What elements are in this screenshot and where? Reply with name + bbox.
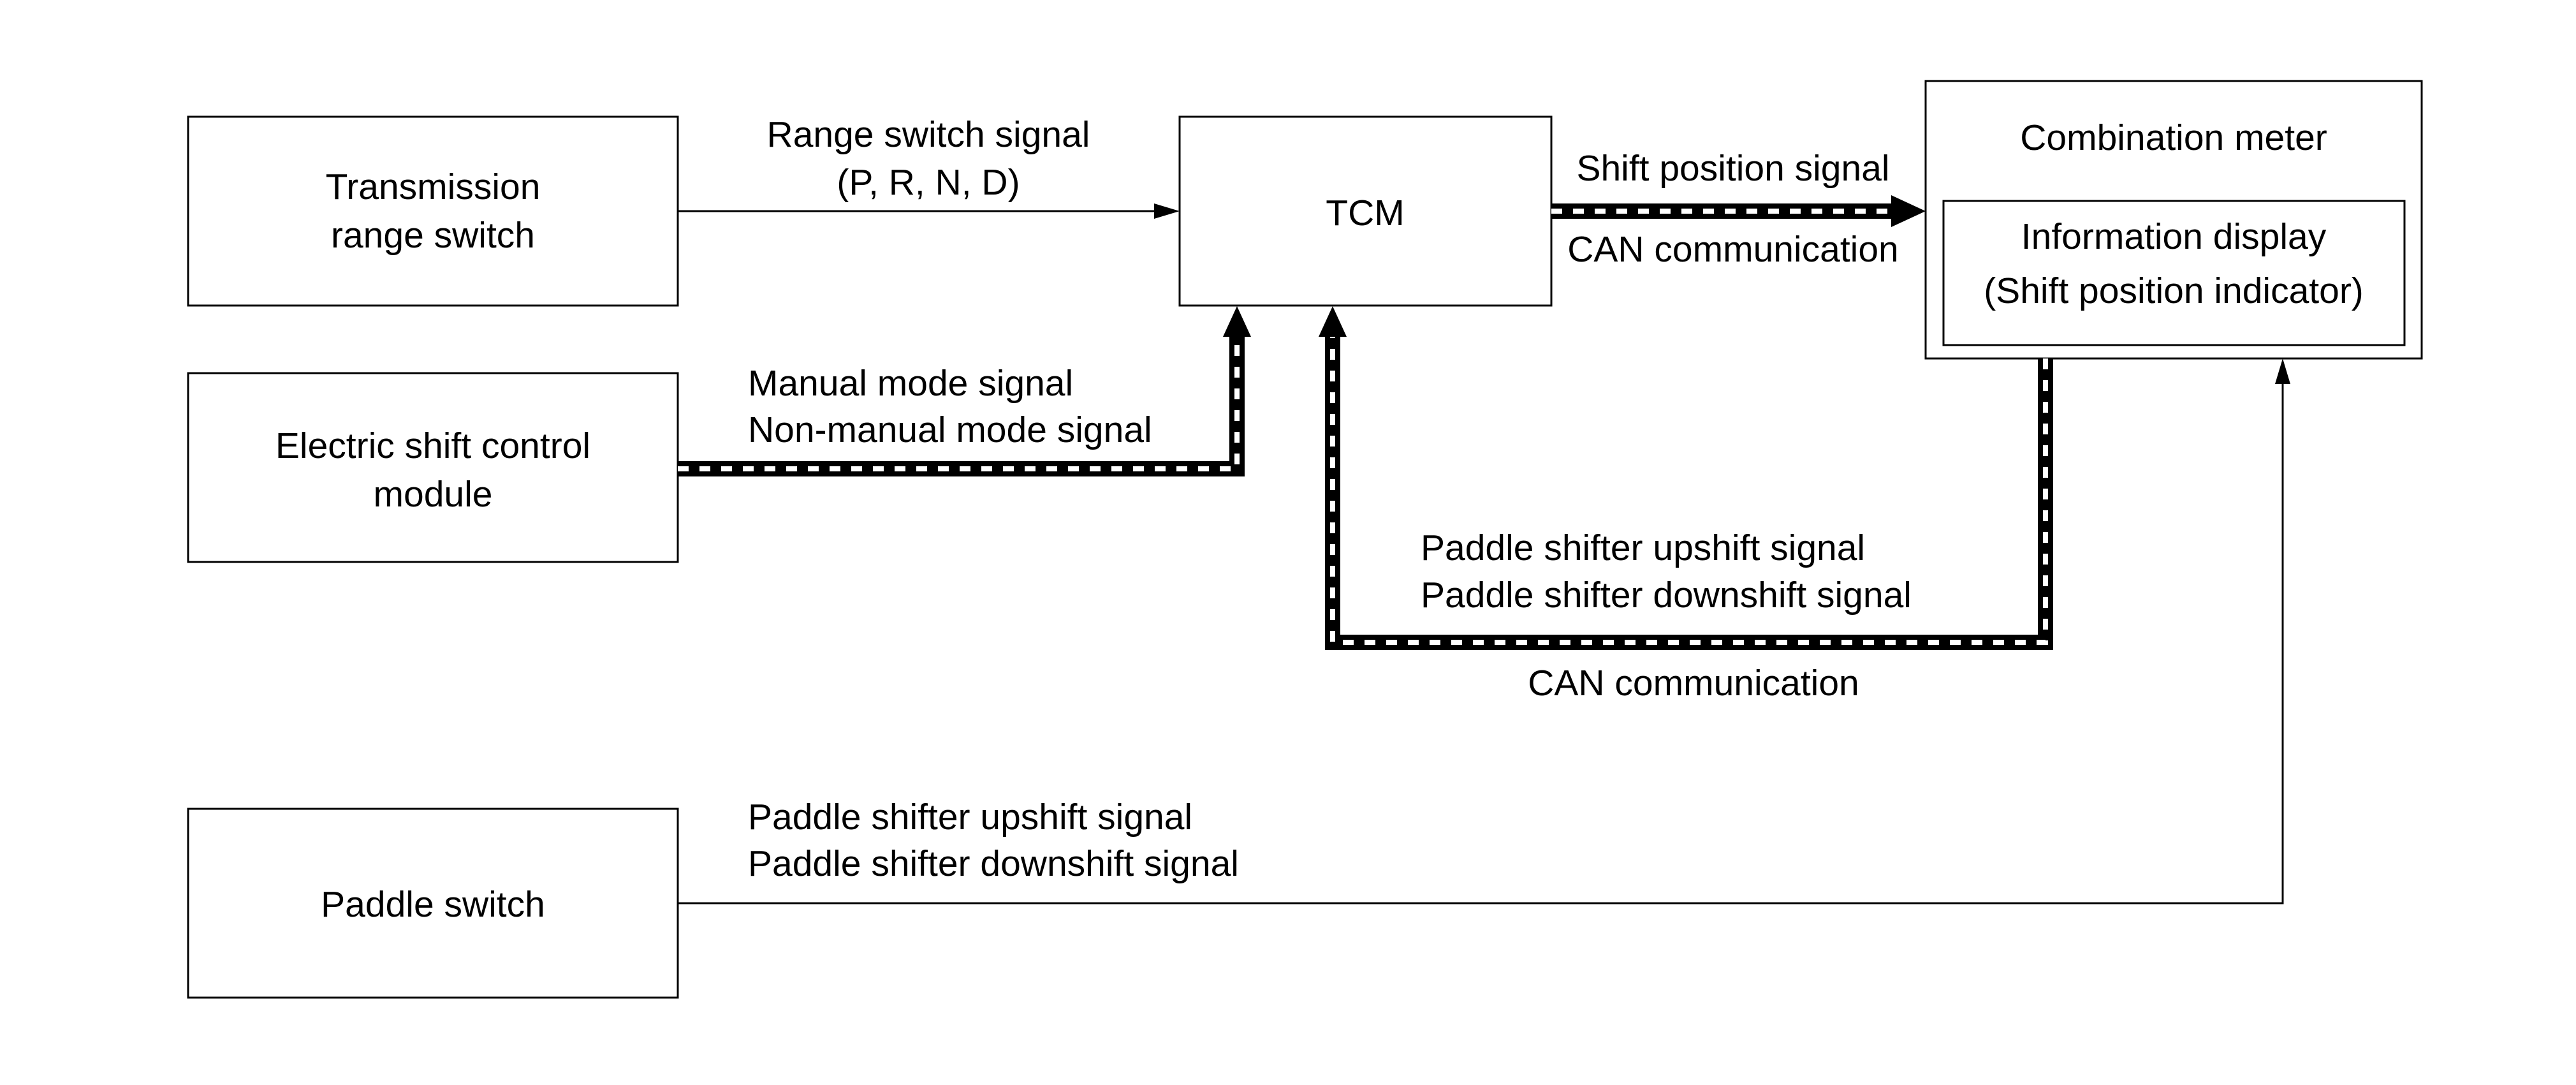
paddle-switch-signal-label-line2: Paddle shifter downshift signal [748, 843, 1239, 884]
shift-position-arrow-head [1891, 195, 1926, 227]
transmission-range-switch-label-line2: range switch [331, 215, 535, 256]
paddle-switch-signal-label-line1: Paddle shifter upshift signal [748, 797, 1192, 838]
paddle-can-signal-label-line1: Paddle shifter upshift signal [1421, 528, 1865, 568]
range-switch-signal-connector [678, 203, 1180, 219]
paddle-can-connector [1319, 306, 2053, 650]
shift-position-can-connector [1551, 195, 1926, 227]
mode-signal-arrow-head [1223, 306, 1251, 337]
range-switch-arrow-head [1154, 203, 1180, 219]
transmission-range-switch-box: Transmission range switch [187, 115, 679, 307]
range-switch-signal-label-line1: Range switch signal [767, 114, 1090, 155]
information-display-label-line1: Information display [2021, 216, 2327, 257]
mode-signal-can-connector [678, 306, 1251, 476]
paddle-can-arrow-head [1319, 306, 1347, 337]
paddle-can-signal-label-line3: CAN communication [1528, 663, 1859, 704]
tcm-box: TCM [1178, 115, 1553, 307]
mode-signal-label-line1: Manual mode signal [748, 363, 1073, 404]
transmission-range-switch-label-line1: Transmission [326, 166, 541, 207]
shift-position-signal-label-line2: CAN communication [1567, 229, 1899, 270]
combination-meter-label: Combination meter [2020, 117, 2327, 158]
paddle-switch-label: Paddle switch [321, 884, 545, 925]
electric-shift-control-module-label-line1: Electric shift control [275, 425, 590, 466]
electric-shift-control-module-box: Electric shift control module [187, 372, 679, 563]
combination-meter-box: Combination meter Information display (S… [1924, 80, 2423, 360]
paddle-switch-signal-connector [678, 358, 2290, 904]
electric-shift-control-module-label-line2: module [374, 474, 493, 515]
information-display-box: Information display (Shift position indi… [1942, 200, 2406, 346]
tcm-label: TCM [1326, 193, 1404, 233]
information-display-label-line2: (Shift position indicator) [1984, 270, 2364, 311]
shift-position-signal-label-line1: Shift position signal [1576, 148, 1889, 189]
paddle-can-signal-label-line2: Paddle shifter downshift signal [1421, 575, 1912, 616]
range-switch-signal-label-line2: (P, R, N, D) [837, 162, 1020, 203]
paddle-switch-box: Paddle switch [187, 808, 679, 999]
paddle-switch-arrow-head [2275, 358, 2290, 384]
mode-signal-label-line2: Non-manual mode signal [748, 410, 1152, 450]
